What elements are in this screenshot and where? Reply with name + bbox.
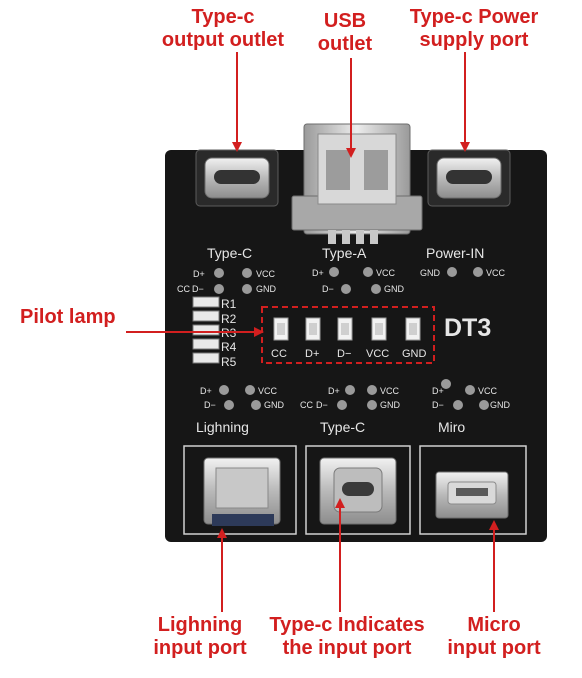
pads-top-right: GND VCC bbox=[420, 267, 506, 278]
label-lightning: Lighning bbox=[196, 419, 249, 435]
callout-pilot-lamp: Pilot lamp bbox=[20, 306, 150, 329]
callout-typec-output: Type-c output outlet bbox=[148, 6, 298, 52]
bottom-frames bbox=[183, 445, 527, 535]
led-label-gnd: GND bbox=[402, 348, 427, 360]
resistor-label-r4: R4 bbox=[221, 340, 237, 354]
pin-label-dplus: D+ bbox=[432, 386, 444, 396]
lightning-port bbox=[203, 457, 281, 526]
pin-label-cc: CC bbox=[177, 284, 190, 294]
callout-micro-line2: input port bbox=[447, 637, 541, 659]
label-typec-top: Type-C bbox=[207, 245, 252, 261]
led-group: CC D+ D− VCC GND bbox=[261, 306, 435, 364]
pads-bottom-left: D+ VCC D− GND bbox=[200, 385, 285, 410]
pin-label-dminus: D− bbox=[192, 284, 204, 294]
callout-typec-output-line1: Type-c bbox=[191, 6, 255, 28]
typec-power-port bbox=[427, 149, 511, 207]
pin-label-vcc: VCC bbox=[376, 268, 396, 278]
pin-label-dminus: D− bbox=[204, 400, 216, 410]
callout-typec-input: Type-c Indicates the input port bbox=[262, 614, 432, 660]
led-label-dminus: D− bbox=[337, 348, 351, 360]
resistor-label-r2: R2 bbox=[221, 312, 237, 326]
led-highlight-box bbox=[261, 306, 435, 364]
pads-bottom-center: D+ VCC CC D− GND bbox=[300, 385, 401, 410]
callout-micro: Micro input port bbox=[434, 614, 554, 660]
pin-label-dplus: D+ bbox=[328, 386, 340, 396]
micro-usb-port bbox=[435, 471, 509, 519]
pin-label-gnd: GND bbox=[490, 400, 511, 410]
resistor-label-r5: R5 bbox=[221, 355, 237, 369]
pin-label-vcc: VCC bbox=[486, 268, 506, 278]
resistor-label-r1: R1 bbox=[221, 297, 237, 311]
callout-lightning: Lighning input port bbox=[140, 614, 260, 660]
pin-label-gnd: GND bbox=[420, 268, 441, 278]
pads-bottom-right: D+ VCC D− GND bbox=[432, 379, 511, 410]
pin-label-dminus: D− bbox=[316, 400, 328, 410]
pin-label-gnd: GND bbox=[256, 284, 277, 294]
pin-label-gnd: GND bbox=[380, 400, 401, 410]
callout-usb: USB outlet bbox=[300, 10, 390, 56]
pin-label-dminus: D− bbox=[432, 400, 444, 410]
label-typea-top: Type-A bbox=[322, 245, 367, 261]
pin-label-dplus: D+ bbox=[200, 386, 212, 396]
callout-power-line1: Type-c Power bbox=[409, 6, 539, 28]
callout-lightning-line2: input port bbox=[153, 637, 247, 659]
callout-typec-output-line2: output outlet bbox=[161, 29, 285, 51]
callout-typec-input-line1: Type-c Indicates bbox=[269, 614, 425, 636]
label-typec-bottom: Type-C bbox=[320, 419, 365, 435]
callout-micro-line1: Micro bbox=[467, 614, 521, 636]
led-label-dplus: D+ bbox=[305, 348, 319, 360]
led-label-cc: CC bbox=[271, 348, 287, 360]
resistor-column: R1 R2 R3 R4 R5 bbox=[192, 296, 237, 369]
pin-label-vcc: VCC bbox=[258, 386, 278, 396]
callout-power: Type-c Power supply port bbox=[394, 6, 554, 52]
pin-label-vcc: VCC bbox=[478, 386, 498, 396]
model-label: DT3 bbox=[444, 314, 491, 342]
callout-lightning-line1: Lighning bbox=[157, 614, 243, 636]
pin-label-cc: CC bbox=[300, 400, 313, 410]
pin-label-gnd: GND bbox=[264, 400, 285, 410]
callout-arrows bbox=[126, 52, 499, 612]
pin-label-vcc: VCC bbox=[380, 386, 400, 396]
typec-input-port bbox=[319, 457, 397, 525]
pads-top-left: D+ VCC CC D− GND bbox=[177, 268, 277, 294]
callout-usb-line2: outlet bbox=[317, 33, 373, 55]
pin-label-dplus: D+ bbox=[193, 269, 205, 279]
typec-output-port bbox=[195, 149, 279, 207]
callout-pilot-lamp-text: Pilot lamp bbox=[20, 306, 116, 328]
label-micro: Miro bbox=[438, 419, 465, 435]
led-label-vcc: VCC bbox=[366, 348, 389, 360]
callout-usb-line1: USB bbox=[323, 10, 367, 32]
pin-label-dplus: D+ bbox=[312, 268, 324, 278]
label-power-in: Power-IN bbox=[426, 245, 484, 261]
callout-typec-input-line2: the input port bbox=[282, 637, 412, 659]
pads-top-center: D+ VCC D− GND bbox=[312, 267, 405, 294]
pin-label-gnd: GND bbox=[384, 284, 405, 294]
pin-label-dminus: D− bbox=[322, 284, 334, 294]
pin-label-vcc: VCC bbox=[256, 269, 276, 279]
usb-a-port bbox=[291, 123, 423, 244]
callout-power-line2: supply port bbox=[419, 29, 529, 51]
pcb bbox=[165, 150, 547, 542]
